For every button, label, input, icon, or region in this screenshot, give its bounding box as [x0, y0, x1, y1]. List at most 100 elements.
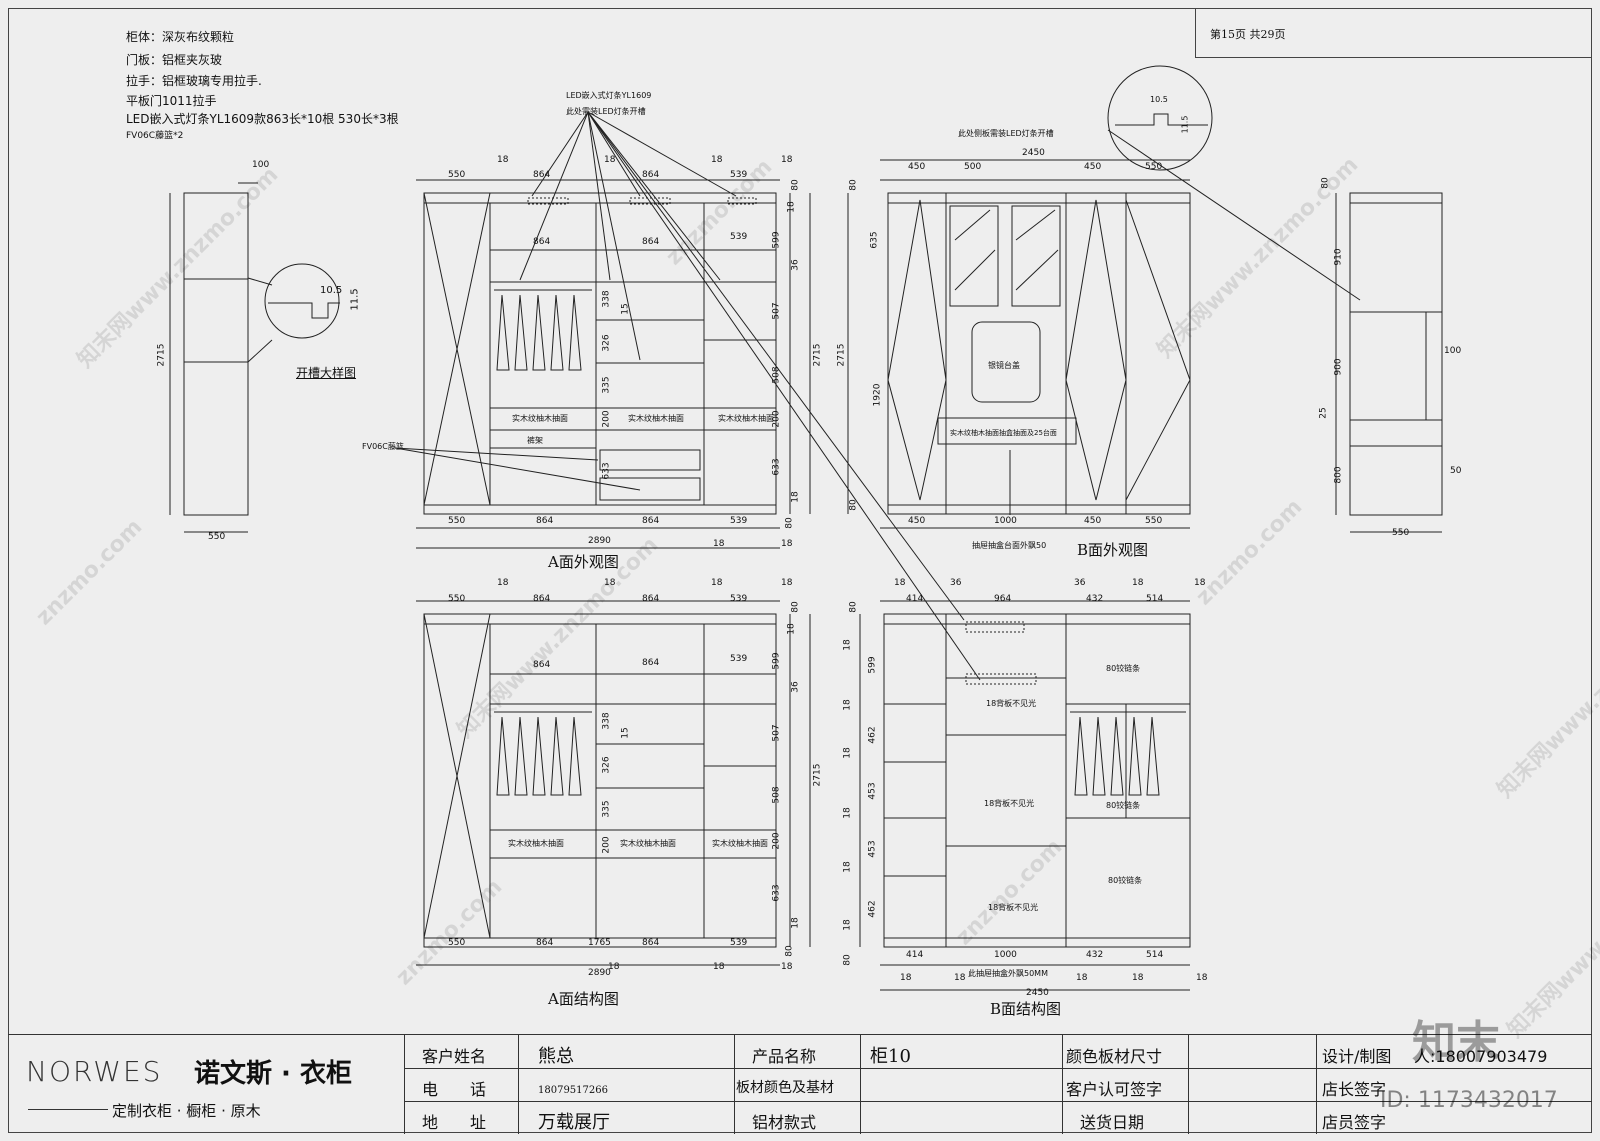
- b-dim-top-2450: 2450: [1022, 148, 1045, 158]
- bs-hinge-label-1: 80铰链条: [1106, 664, 1141, 673]
- bs-dim-top-514: 514: [1146, 594, 1164, 604]
- drawing-frame: [8, 8, 1592, 1133]
- as-dim-r633: 633: [771, 884, 782, 902]
- brand-en: NORWES: [26, 1055, 163, 1088]
- a-dim-in200: 200: [601, 410, 612, 428]
- a-dim-r18: 18: [786, 201, 797, 213]
- a-dim-bot-864b: 864: [642, 516, 660, 526]
- bs-dim-top-18b: 18: [1132, 578, 1144, 588]
- bs-hinge-label-2: 80铰链条: [1106, 801, 1141, 810]
- b-dim-top-450a: 450: [908, 162, 926, 172]
- as-dim-top-539: 539: [730, 594, 748, 604]
- a-dim-top-550: 550: [448, 170, 466, 180]
- as-dim-r80b: 80: [784, 945, 795, 957]
- a-dim-top-864a: 864: [533, 170, 551, 180]
- as-dim-r599: 599: [771, 652, 782, 670]
- as-dim-bot-550: 550: [448, 938, 466, 948]
- as-dim-in200: 200: [601, 836, 612, 854]
- a-dim-in326: 326: [601, 334, 612, 352]
- b-drawer-label: 实木纹柚木抽面抽盒抽面及25台面: [950, 429, 1057, 437]
- a-dim-total: 2890: [588, 536, 611, 546]
- bs-dim-top-414: 414: [906, 594, 924, 604]
- a-dim-r508: 508: [771, 366, 782, 384]
- as-dim-bot-mid: 1765: [588, 938, 611, 948]
- rside-dim-910: 910: [1333, 248, 1344, 266]
- a-drawer-label-2: 实木纹柚木抽面: [628, 414, 684, 423]
- b-dim-top-550: 550: [1145, 162, 1163, 172]
- customer-label: 客户姓名: [422, 1047, 487, 1066]
- bs-back-label-1: 18背板不见光: [986, 699, 1037, 708]
- a-dim-top-18d: 18: [781, 155, 793, 165]
- note-door: 门板：铝框夹灰玻: [126, 53, 223, 67]
- b-mirror-label: 银镜台盖: [988, 361, 1020, 370]
- bs-dim-l462a: 462: [867, 726, 878, 744]
- title-block: NORWES 诺文斯 · 衣柜 定制衣柜 · 橱柜 · 原木 客户姓名 熊总 电…: [8, 1034, 1592, 1134]
- bs-dim-l18b: 18: [842, 699, 853, 711]
- note-basket: FV06C藤篮*2: [126, 131, 184, 141]
- as-dim-r18b: 18: [790, 917, 801, 929]
- side-dim-2715: 2715: [156, 343, 167, 367]
- a-dim-top-539: 539: [730, 170, 748, 180]
- b-drawer-note: 抽屉抽盒台面外飘50: [972, 541, 1047, 550]
- b-structure-caption: B面结构图: [990, 1000, 1062, 1018]
- a-dim-r80: 80: [790, 179, 801, 191]
- size-label: 颜色板材尺寸: [1066, 1047, 1163, 1066]
- note-handle: 拉手：铝框玻璃专用拉手.: [126, 74, 262, 88]
- a-dim-b18a: 18: [713, 539, 725, 549]
- manager-label: 店长签字: [1322, 1080, 1387, 1099]
- bs-dim-l462b: 462: [867, 900, 878, 918]
- as-dim-r200: 200: [771, 832, 782, 850]
- bs-dim-bot-432: 432: [1086, 950, 1104, 960]
- a-dim-in338: 338: [601, 290, 612, 308]
- b-dim-bot-1000: 1000: [994, 516, 1017, 526]
- as-dim-r508: 508: [771, 786, 782, 804]
- a-dim-bot-550: 550: [448, 516, 466, 526]
- a-dim-in633: 633: [601, 462, 612, 480]
- bs-back-label-2: 18背板不见光: [984, 799, 1035, 808]
- a-dim-r80b: 80: [784, 517, 795, 529]
- phone-value: 18079517266: [538, 1085, 608, 1096]
- as-dim-top-550: 550: [448, 594, 466, 604]
- bs-dim-top-18c: 18: [1194, 578, 1206, 588]
- as-dim-in335: 335: [601, 800, 612, 818]
- bs-dim-l18d: 18: [842, 807, 853, 819]
- designer-value: 人:18007903479: [1414, 1047, 1548, 1066]
- rside-dim-100: 100: [1444, 346, 1462, 356]
- as-dim-top-18b: 18: [604, 578, 616, 588]
- rside-dim-800: 800: [1333, 466, 1344, 484]
- groove-dim-a2: 10.5: [1150, 95, 1168, 104]
- as-dim-b18c: 18: [781, 962, 793, 972]
- delivery-label: 送货日期: [1080, 1113, 1145, 1132]
- aluminum-label: 铝材款式: [752, 1113, 817, 1132]
- a-dim-bot-864a: 864: [536, 516, 554, 526]
- as-dim-in15: 15: [620, 727, 631, 739]
- as-dim-bot-864a: 864: [536, 938, 554, 948]
- brand-divider: [28, 1109, 108, 1110]
- b-dim-l635: 635: [869, 231, 880, 249]
- a-elevation: [394, 111, 981, 681]
- as-dim-top-18a: 18: [497, 578, 509, 588]
- b-dim-l1920: 1920: [872, 383, 883, 407]
- bs-dim-top-36a: 36: [950, 578, 962, 588]
- bs-dim-top-36b: 36: [1074, 578, 1086, 588]
- a-dim-b18b: 18: [781, 539, 793, 549]
- a-dim-top-864b: 864: [642, 170, 660, 180]
- rside-dim-50: 50: [1450, 466, 1462, 476]
- product-value: 柜10: [870, 1046, 911, 1067]
- as-dim-top-18c: 18: [711, 578, 723, 588]
- b-structure: [859, 600, 1191, 991]
- as-dim-r18: 18: [786, 623, 797, 635]
- address-label: 地 址: [422, 1113, 487, 1132]
- id-text: ID: 1173432017: [1380, 1088, 1558, 1113]
- b-dim-bot-550: 550: [1145, 516, 1163, 526]
- a-dim-r633: 633: [771, 458, 782, 476]
- a-dim-in15: 15: [620, 303, 631, 315]
- brand-slogan: 定制衣柜 · 橱柜 · 原木: [112, 1102, 261, 1120]
- logo-text: 知末: [1412, 1017, 1500, 1068]
- as-dim-r80: 80: [790, 601, 801, 613]
- as-dim-bot-539: 539: [730, 938, 748, 948]
- bs-dim-top-432: 432: [1086, 594, 1104, 604]
- bs-dim-b18c: 18: [1076, 973, 1088, 983]
- a-dim-height: 2715: [812, 343, 823, 367]
- staff-label: 店员签字: [1322, 1113, 1387, 1132]
